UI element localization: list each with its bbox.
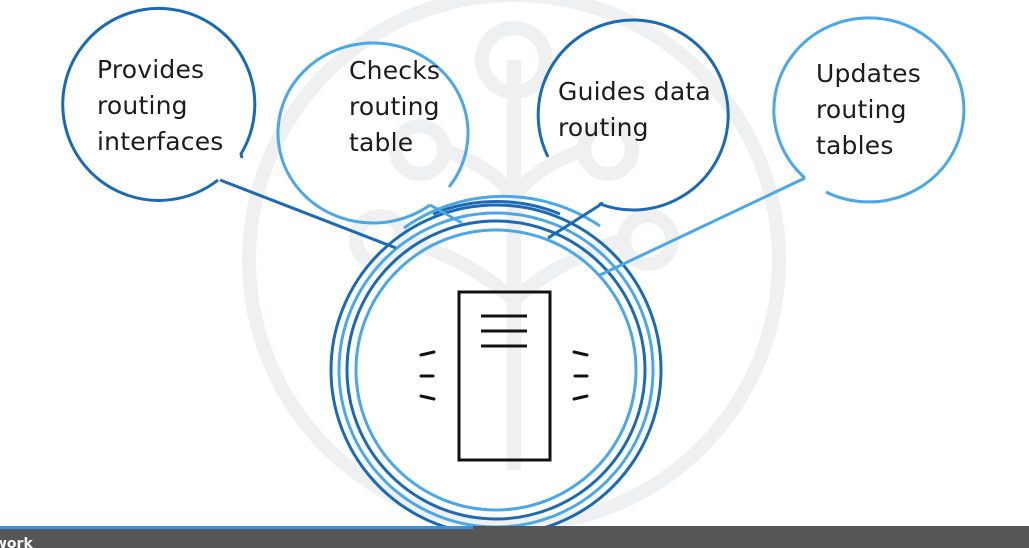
ring-inner-light bbox=[354, 228, 638, 512]
bubble-label-line: table bbox=[349, 128, 414, 157]
bubble-label-line: Checks bbox=[349, 56, 441, 85]
router-device-icon bbox=[419, 290, 589, 462]
connector-checks bbox=[429, 203, 463, 225]
ring-arc-top-dark bbox=[432, 200, 561, 216]
bubble-label-guides: Guides data routing bbox=[558, 74, 711, 146]
ring-arc-top-light bbox=[403, 194, 601, 230]
bubble-label-line: interfaces bbox=[97, 127, 224, 156]
signal-right-icon bbox=[572, 350, 589, 401]
bubble-updates bbox=[772, 16, 966, 204]
bubble-label-updates: Updates routing tables bbox=[816, 56, 921, 164]
player-caption: work bbox=[0, 536, 33, 548]
bubble-label-checks: Checks routing table bbox=[349, 53, 440, 161]
connector-updates bbox=[597, 176, 806, 278]
ring-mid-dark bbox=[345, 219, 647, 521]
bubble-label-provides: Provides routing interfaces bbox=[97, 52, 224, 160]
progress-bar[interactable] bbox=[0, 526, 473, 529]
bubble-label-line: Updates bbox=[816, 59, 921, 88]
bubble-label-line: tables bbox=[816, 131, 894, 160]
bubble-label-line: routing bbox=[558, 113, 649, 142]
connectors bbox=[219, 176, 806, 278]
signal-left-icon bbox=[419, 350, 436, 401]
video-player-bar[interactable]: work bbox=[0, 526, 1029, 548]
bubble-label-line: routing bbox=[97, 91, 188, 120]
bubble-guides bbox=[536, 18, 730, 212]
bubble-provides bbox=[61, 6, 257, 202]
bubble-checks bbox=[276, 41, 470, 225]
connector-guides bbox=[547, 203, 601, 240]
bubble-label-line: Guides data bbox=[558, 77, 711, 106]
bubble-label-line: routing bbox=[349, 92, 440, 121]
bubble-label-line: Provides bbox=[97, 55, 205, 84]
connector-provides bbox=[219, 178, 397, 250]
bubble-label-line: routing bbox=[816, 95, 907, 124]
